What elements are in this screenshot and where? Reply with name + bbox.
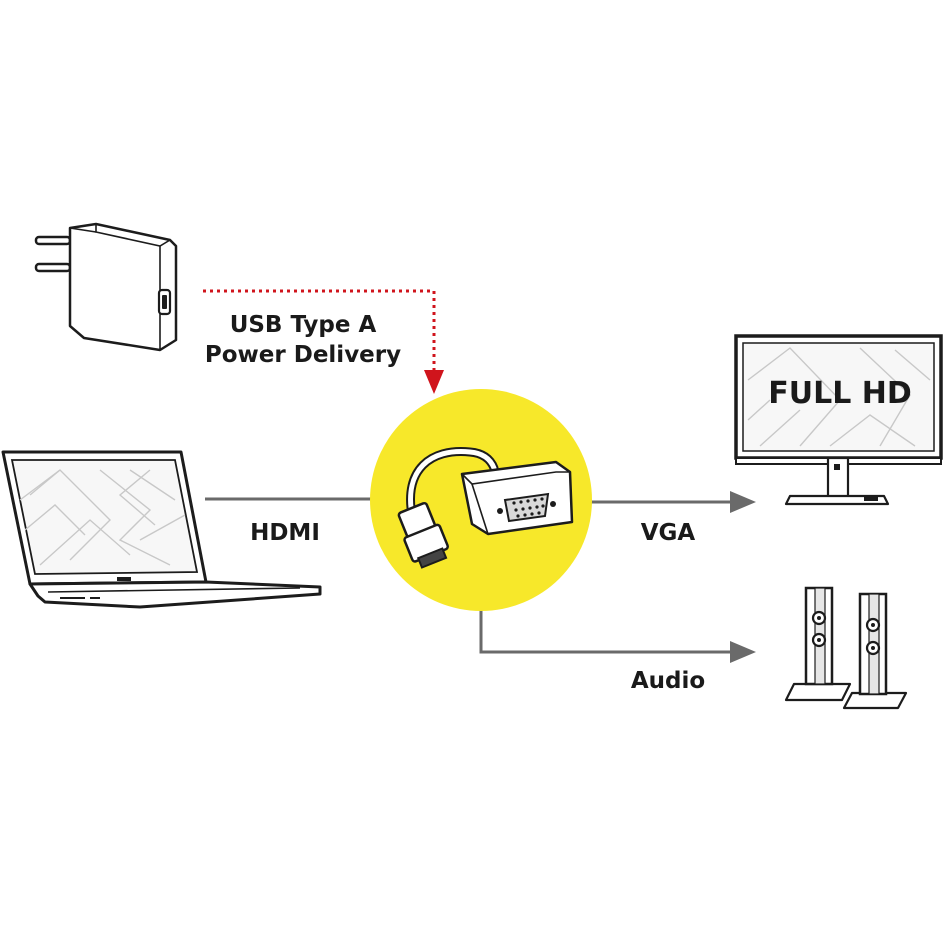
usb-label-line2: Power Delivery <box>205 342 401 368</box>
monitor-icon: FULL HD <box>734 334 943 506</box>
audio-label: Audio <box>631 668 705 694</box>
hdmi-label: HDMI <box>250 520 320 546</box>
vga-arrowhead <box>730 491 756 513</box>
power-arrowhead <box>424 370 444 394</box>
usb-power-charger-icon <box>34 222 178 352</box>
speakers-icon <box>784 586 908 710</box>
usb-label-line1: USB Type A <box>230 312 377 338</box>
hdmi-to-vga-adapter-icon <box>397 447 574 569</box>
laptop-icon <box>1 450 322 609</box>
monitor-screen-text: FULL HD <box>768 376 912 411</box>
speaker-left <box>784 586 852 702</box>
audio-connection-line <box>479 607 735 654</box>
vga-label: VGA <box>641 520 696 546</box>
audio-arrowhead <box>730 641 756 663</box>
power-delivery-line <box>203 289 436 372</box>
speaker-right <box>842 592 908 710</box>
adapter <box>370 389 592 611</box>
